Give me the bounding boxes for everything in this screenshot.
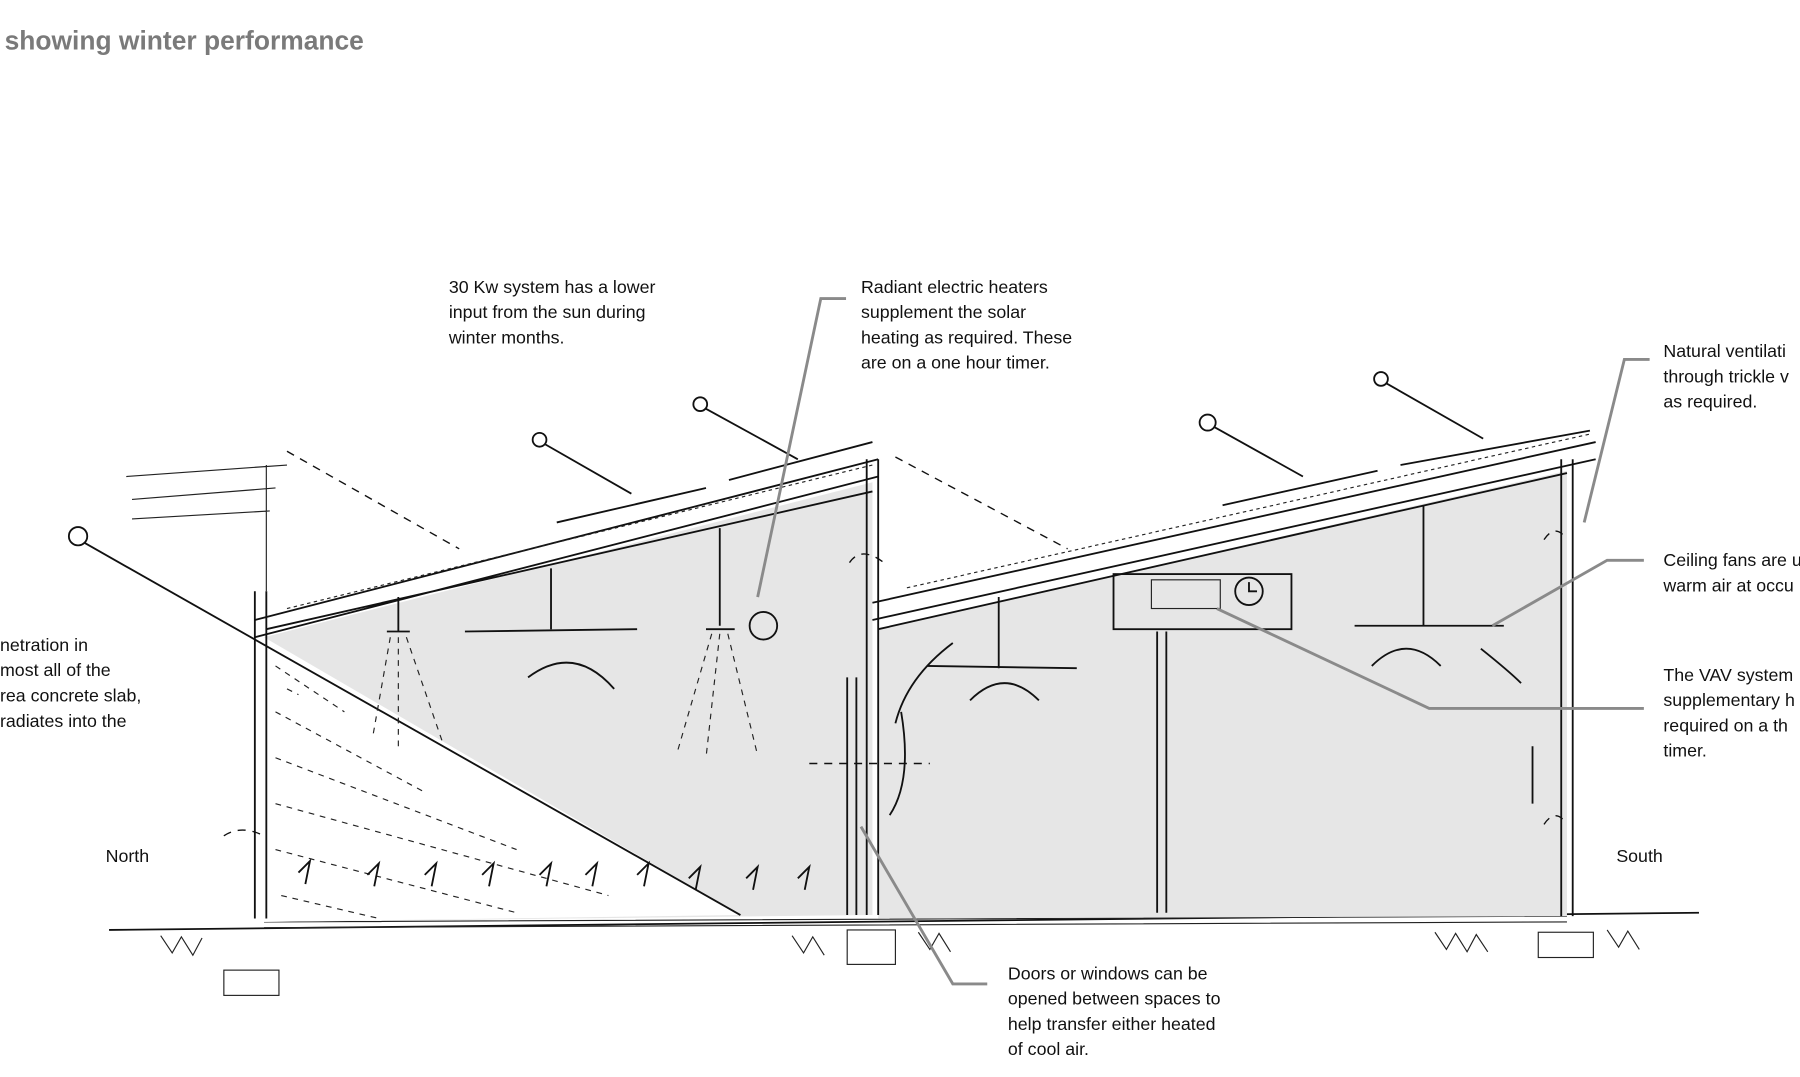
solar-panels (556, 429, 1591, 524)
fixtures (223, 505, 1568, 890)
sun-icon (67, 526, 89, 547)
natural-ventilation-note: Natural ventilati through trickle v as r… (1663, 341, 1793, 412)
radiant-heater (386, 597, 410, 633)
footing-north (223, 969, 280, 996)
solar-system-note: 30 Kw system has a lower input from the … (448, 277, 661, 348)
ceiling-fan (464, 568, 638, 633)
clock-icon (748, 611, 779, 641)
vav-timer-icon (1234, 576, 1264, 606)
sun-rays (67, 371, 1484, 916)
footing-south (1537, 931, 1594, 959)
sun-icon (1373, 371, 1389, 387)
south-label: South (1616, 846, 1662, 866)
sun-penetration-note: netration in most all of the rea concret… (0, 635, 146, 731)
south-building (872, 433, 1596, 917)
sun-hatching (275, 665, 609, 920)
sun-icon (531, 431, 548, 448)
radiant-heater (705, 528, 735, 631)
vav-system-note: The VAV system supplementary h required … (1663, 665, 1799, 761)
footing-middle (846, 929, 896, 965)
ground (109, 911, 1699, 996)
leader-lines (756, 297, 1650, 986)
doors-windows-note: Doors or windows can be opened between s… (1008, 963, 1226, 1059)
vav-box (1112, 573, 1293, 631)
sun-icon (692, 396, 709, 412)
north-label: North (106, 846, 149, 866)
ceiling-fan (1354, 505, 1504, 627)
ceiling-fan (927, 597, 1077, 670)
diagram-title: showing winter performance (5, 25, 364, 55)
ceiling-fans-note: Ceiling fans are u warm air at occu (1662, 550, 1800, 595)
sun-icon (1198, 413, 1217, 432)
south-space-fill (878, 470, 1567, 919)
radiant-heaters-note: Radiant electric heaters supplement the … (861, 277, 1077, 373)
